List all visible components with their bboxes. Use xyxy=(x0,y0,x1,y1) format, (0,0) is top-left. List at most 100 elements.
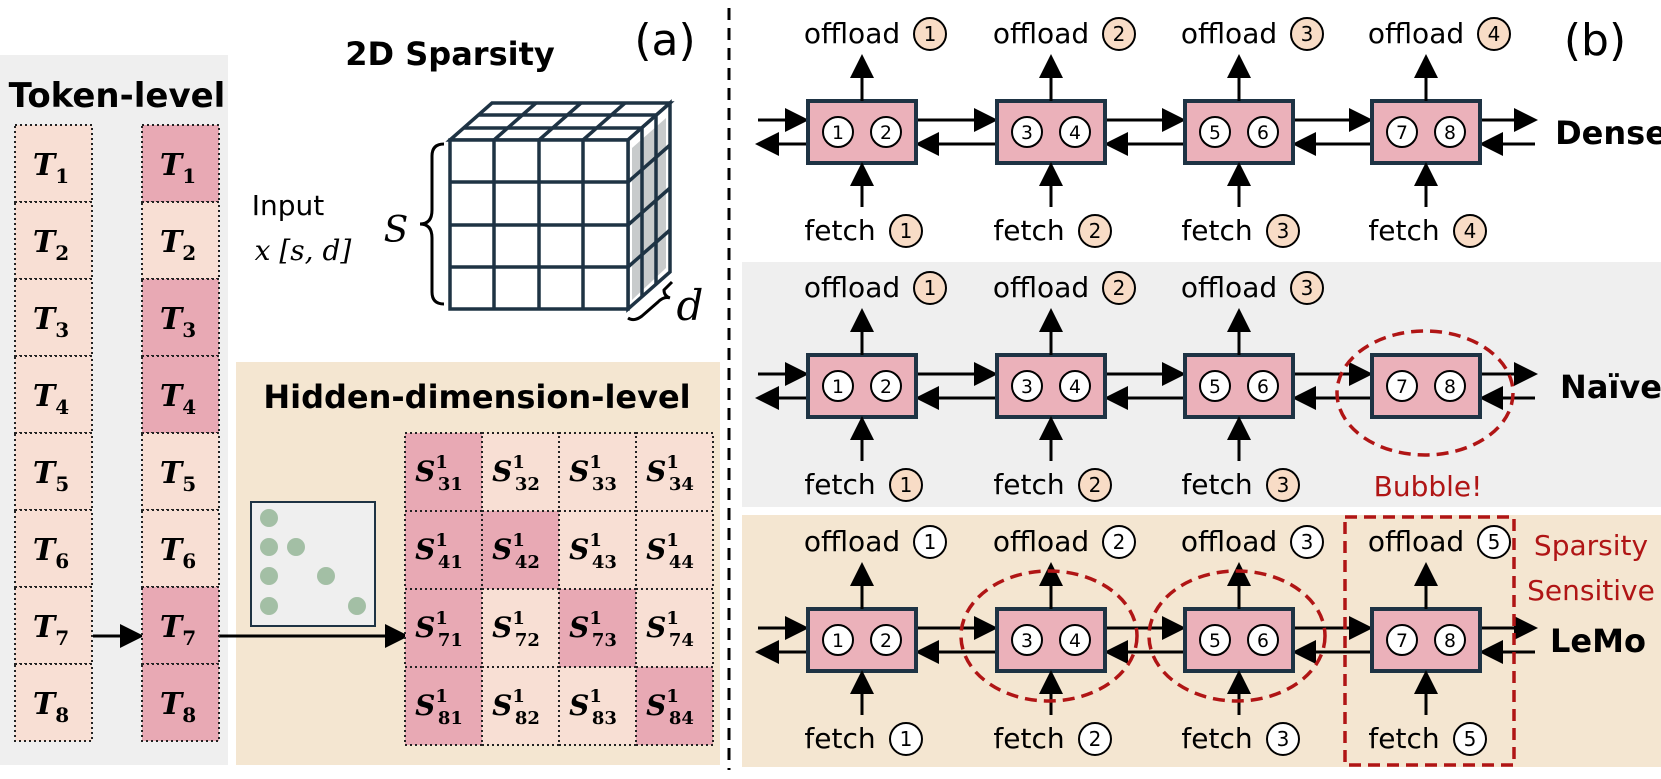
offload-index-label: 2 xyxy=(1113,530,1126,554)
row-name: Dense xyxy=(1555,114,1661,152)
token-cell xyxy=(14,355,93,434)
fetch-label: fetch xyxy=(993,722,1064,755)
block-number-label: 7 xyxy=(1396,631,1408,652)
fetch-label: fetch xyxy=(804,468,875,501)
block-number-label: 5 xyxy=(1209,123,1221,144)
block-number xyxy=(870,116,902,148)
block-number xyxy=(1386,624,1418,656)
hidden-cell xyxy=(635,666,714,746)
fetch-index-label: 2 xyxy=(1089,473,1102,497)
hidden-cell xyxy=(481,432,560,512)
input-expression: x [s, d] xyxy=(255,234,352,267)
block-number-label: 2 xyxy=(880,631,892,652)
block-number xyxy=(1247,624,1279,656)
block-number-label: 2 xyxy=(880,377,892,398)
block-number xyxy=(1434,116,1466,148)
block-number xyxy=(1199,116,1231,148)
fetch-index xyxy=(1078,468,1112,502)
block-number xyxy=(1011,370,1043,402)
hidden-cell xyxy=(404,588,483,668)
token-cell xyxy=(14,201,93,280)
offload-label: offload xyxy=(993,17,1089,50)
block-number-label: 8 xyxy=(1444,377,1456,398)
offload-index xyxy=(1477,17,1511,51)
fetch-index-label: 1 xyxy=(900,473,913,497)
block-number xyxy=(1247,116,1279,148)
block-number-label: 1 xyxy=(832,123,844,144)
token-cell xyxy=(14,124,93,203)
fetch-label: fetch xyxy=(993,214,1064,247)
block-number-label: 4 xyxy=(1069,631,1081,652)
fetch-label: fetch xyxy=(1368,214,1439,247)
token-selected-label: T3 xyxy=(160,302,196,342)
offload-index xyxy=(1102,525,1136,559)
fetch-label: fetch xyxy=(1181,214,1252,247)
fetch-index-label: 2 xyxy=(1089,219,1102,243)
fetch-index xyxy=(1266,722,1300,756)
offload-index xyxy=(1290,271,1324,305)
block-number-label: 2 xyxy=(880,123,892,144)
token-cell xyxy=(14,663,93,742)
row-name: LeMo xyxy=(1550,622,1646,660)
offload-index-label: 3 xyxy=(1301,22,1314,46)
offload-label: offload xyxy=(1181,525,1277,558)
offload-label: offload xyxy=(1181,271,1277,304)
sparsity-dot-thumbnail xyxy=(250,501,376,627)
block-number-label: 6 xyxy=(1257,123,1269,144)
fetch-label: fetch xyxy=(1368,722,1439,755)
fetch-index xyxy=(889,722,923,756)
block-number xyxy=(1199,624,1231,656)
token-selected-cell xyxy=(141,586,220,665)
offload-index xyxy=(1477,525,1511,559)
offload-index xyxy=(1102,17,1136,51)
token-selected-cell xyxy=(141,663,220,742)
bubble-ellipse xyxy=(1335,329,1515,457)
fetch-index xyxy=(1078,214,1112,248)
row-name: Naïve xyxy=(1560,368,1661,406)
block-number xyxy=(1434,370,1466,402)
hidden-cell xyxy=(558,588,637,668)
offload-label: offload xyxy=(1181,17,1277,50)
dim-s-label: S xyxy=(384,210,409,251)
offload-index xyxy=(1290,525,1324,559)
fetch-label: fetch xyxy=(1181,468,1252,501)
fetch-index-label: 5 xyxy=(1464,727,1477,751)
block-number-label: 3 xyxy=(1021,631,1033,652)
block-number xyxy=(1059,370,1091,402)
block-number xyxy=(1059,116,1091,148)
block-number-label: 3 xyxy=(1021,377,1033,398)
block-number xyxy=(1247,370,1279,402)
offload-index xyxy=(913,17,947,51)
lemo-ellipse-2 xyxy=(1147,569,1327,703)
offload-index-label: 3 xyxy=(1301,530,1314,554)
fetch-index xyxy=(889,468,923,502)
token-selected-cell xyxy=(141,201,220,280)
lemo-ellipse-1 xyxy=(959,569,1139,703)
fetch-index xyxy=(1453,722,1487,756)
block-number-label: 4 xyxy=(1069,123,1081,144)
panel-a-label: (a) xyxy=(634,15,695,66)
d-brace xyxy=(627,280,674,322)
offload-index-label: 2 xyxy=(1113,22,1126,46)
offload-index-label: 5 xyxy=(1488,530,1501,554)
offload-index-label: 3 xyxy=(1301,276,1314,300)
block-number-label: 3 xyxy=(1021,123,1033,144)
block-number xyxy=(870,624,902,656)
bubble-label: Bubble! xyxy=(1374,470,1483,503)
fetch-label: fetch xyxy=(804,722,875,755)
offload-index-label: 1 xyxy=(924,530,937,554)
fetch-index-label: 4 xyxy=(1464,219,1477,243)
fetch-label: fetch xyxy=(1181,722,1252,755)
block-number xyxy=(1059,624,1091,656)
sparsity-label: Sparsity xyxy=(1534,529,1648,562)
input-label: Input xyxy=(252,189,325,222)
token-selected-cell xyxy=(141,278,220,357)
block-number-label: 8 xyxy=(1444,123,1456,144)
hidden-cell xyxy=(558,666,637,746)
